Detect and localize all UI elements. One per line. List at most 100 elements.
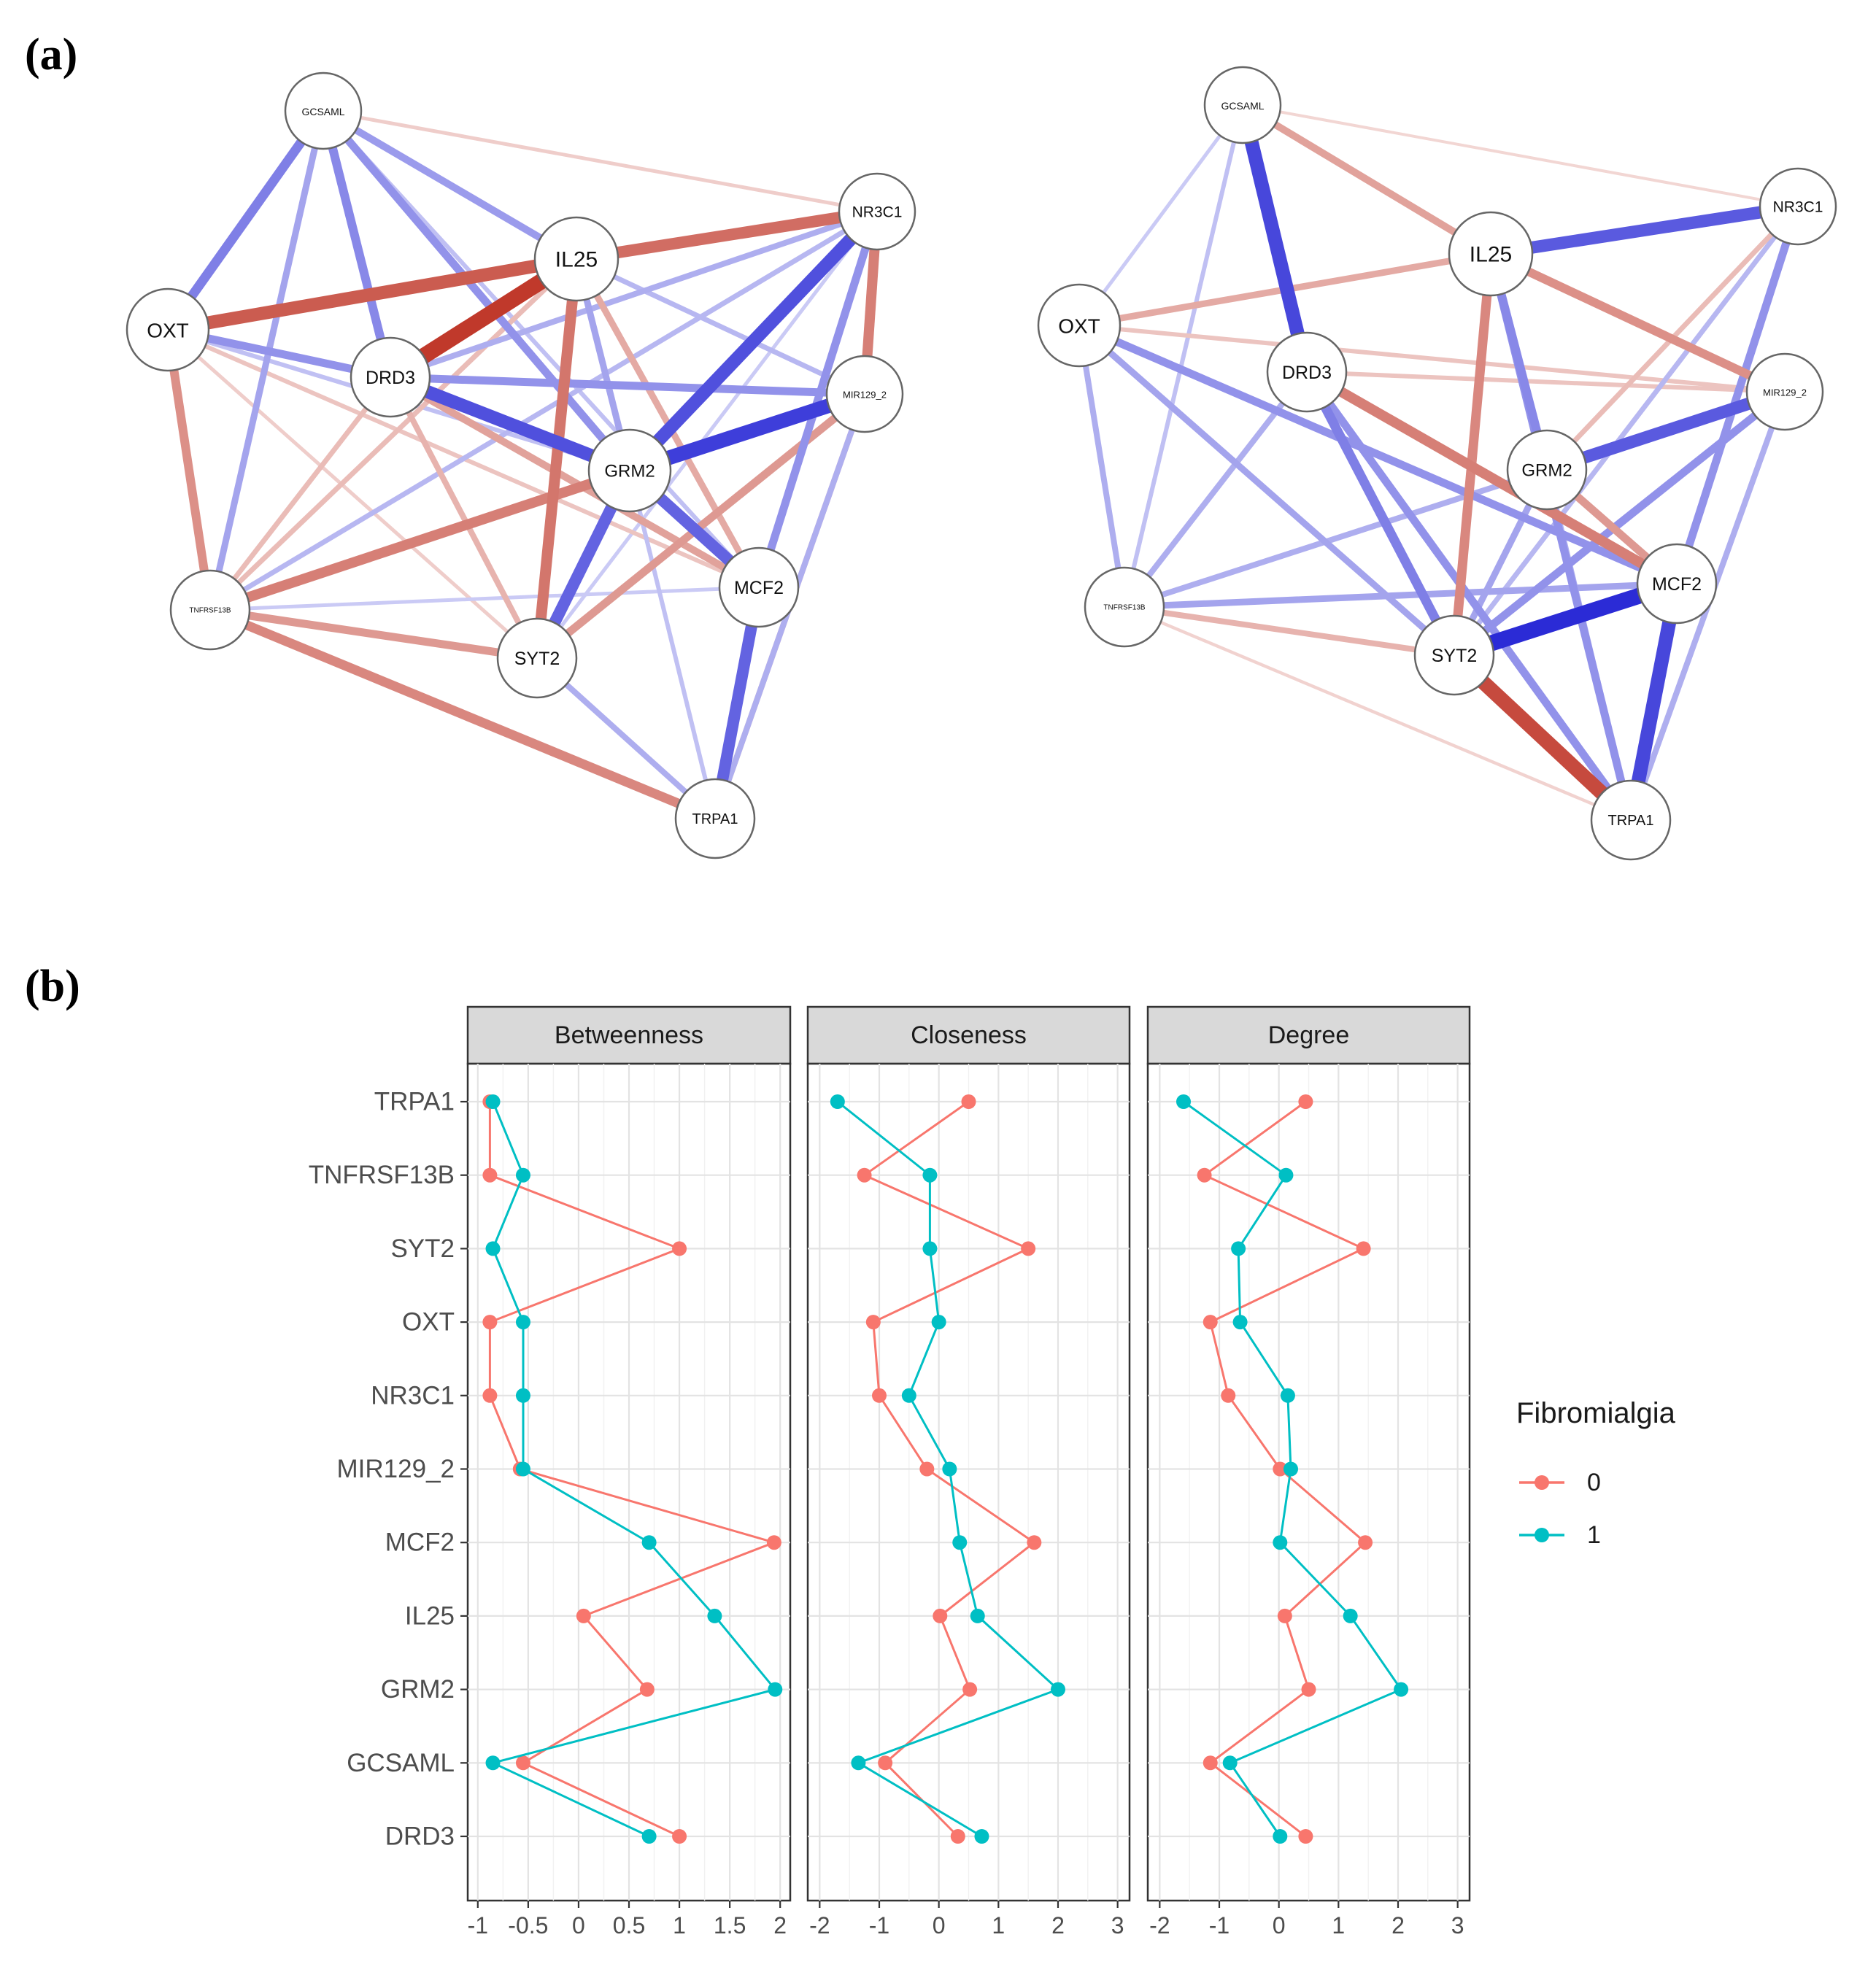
panel-label-b: (b) (25, 962, 80, 1011)
edge-tnfrsf13b-il25 (208, 257, 579, 612)
x-tick-label: -1 (468, 1912, 488, 1939)
node-label: OXT (147, 320, 189, 342)
node-gcsaml: GCSAML (1203, 66, 1282, 144)
node-label: GRM2 (1521, 461, 1572, 481)
edge-gcsaml-nr3c1 (323, 109, 878, 214)
facet-strip-label: Closeness (911, 1021, 1027, 1049)
node-label: GRM2 (604, 462, 655, 482)
y-tick-label-drd3: DRD3 (385, 1823, 455, 1851)
data-point-mcf2 (1027, 1535, 1042, 1550)
edge-drd3-grm2 (387, 371, 633, 477)
x-tick-label: 0.5 (613, 1912, 645, 1939)
edge-nr3c1-drd3 (389, 209, 879, 380)
node-label: DRD3 (366, 368, 415, 388)
node-grm2: GRM2 (1506, 429, 1588, 511)
data-point-syt2 (485, 1241, 501, 1256)
data-point-grm2 (962, 1682, 978, 1697)
data-point-tnfrsf13b (922, 1167, 938, 1183)
data-point-il25 (576, 1608, 591, 1623)
x-tick-label: 0 (1273, 1912, 1286, 1939)
edge-il25-syt2 (1449, 253, 1496, 656)
legend-entry-1: 1 (1519, 1521, 1601, 1549)
node-label: NR3C1 (852, 204, 903, 221)
edge-tnfrsf13b-grm2 (1123, 467, 1548, 610)
edge-oxt-tnfrsf13b (1076, 325, 1127, 608)
series-0-degree (1197, 1094, 1373, 1844)
edge-drd3-mcf2 (1304, 367, 1680, 589)
data-point-mir129-2 (1273, 1461, 1288, 1477)
node-label: NR3C1 (1773, 199, 1823, 216)
y-tick-label-nr3c1: NR3C1 (371, 1381, 455, 1410)
edge-drd3-syt2 (387, 376, 540, 660)
data-point-il25 (707, 1608, 722, 1623)
node-label: IL25 (555, 248, 598, 272)
legend-key-dot (1535, 1475, 1549, 1490)
node-circle (1759, 167, 1837, 246)
node-mcf2: MCF2 (1636, 543, 1718, 625)
node-circle (1448, 211, 1534, 297)
data-point-gcsaml (1203, 1755, 1218, 1771)
data-point-drd3 (950, 1829, 965, 1844)
node-circle (825, 355, 904, 433)
node-label: MCF2 (1652, 574, 1702, 595)
data-point-tnfrsf13b (1278, 1167, 1294, 1183)
node-label: TRPA1 (692, 811, 738, 827)
data-point-drd3 (672, 1829, 687, 1844)
x-tick-label: -2 (809, 1912, 830, 1939)
data-point-mir129-2 (515, 1461, 530, 1477)
series-1-closeness (830, 1094, 1065, 1844)
data-point-grm2 (1394, 1682, 1409, 1697)
edge-tnfrsf13b-nr3c1 (209, 209, 879, 613)
data-point-nr3c1 (515, 1388, 530, 1403)
y-tick-label-syt2: SYT2 (390, 1234, 455, 1263)
facet-strip (466, 1005, 792, 1065)
node-circle (350, 336, 431, 418)
node-il25: IL25 (533, 216, 619, 302)
data-point-oxt (515, 1315, 530, 1330)
y-tick-label-trpa1: TRPA1 (374, 1088, 455, 1116)
network-left-edges (163, 107, 882, 824)
edge-grm2-mir129-2 (1545, 385, 1787, 476)
x-tick-label: 2 (1391, 1912, 1405, 1939)
network-right-edges (1076, 101, 1802, 826)
x-tick-label: -1 (1209, 1912, 1230, 1939)
edge-gcsaml-oxt (1077, 104, 1245, 327)
y-tick-label-oxt: OXT (402, 1308, 455, 1337)
edge-tnfrsf13b-syt2 (1124, 604, 1455, 658)
node-label: MIR129_2 (843, 390, 887, 401)
node-label: TNFRSF13B (1103, 604, 1146, 612)
data-point-gcsaml (515, 1755, 530, 1771)
node-circle (1413, 614, 1495, 696)
node-mcf2: MCF2 (718, 546, 800, 628)
data-point-grm2 (1051, 1682, 1065, 1697)
data-point-drd3 (641, 1829, 657, 1844)
node-oxt: OXT (1037, 283, 1122, 368)
edge-syt2-nr3c1 (536, 210, 879, 660)
grid (808, 1064, 1130, 1901)
edge-gcsaml-oxt (163, 108, 328, 333)
x-tick-label: 1 (1332, 1912, 1345, 1939)
edge-tnfrsf13b-grm2 (208, 465, 632, 615)
network-right-nodes: GCSAMLNR3C1IL25OXTDRD3MIR129_2GRM2MCF2TN… (1037, 66, 1837, 861)
edge-oxt-syt2 (1077, 322, 1456, 658)
x-tick-label: -0.5 (508, 1912, 548, 1939)
x-tick-label: -1 (869, 1912, 889, 1939)
data-point-syt2 (922, 1241, 938, 1256)
legend-label: 1 (1587, 1521, 1601, 1549)
data-point-il25 (1277, 1608, 1292, 1623)
data-point-syt2 (672, 1241, 687, 1256)
facet-strip (1146, 1005, 1471, 1065)
legend-title: Fibromialgia (1516, 1397, 1676, 1429)
edge-drd3-mcf2 (388, 374, 761, 591)
edge-gcsaml-drd3 (319, 109, 395, 379)
node-label: SYT2 (1432, 646, 1478, 666)
edge-gcsaml-il25 (321, 107, 579, 263)
node-mir129-2: MIR129_2 (1745, 352, 1824, 431)
facet-strip (806, 1005, 1131, 1065)
node-label: GCSAML (1221, 100, 1264, 112)
data-point-syt2 (1021, 1241, 1036, 1256)
data-point-gcsaml (878, 1755, 893, 1771)
data-point-mcf2 (766, 1535, 781, 1550)
